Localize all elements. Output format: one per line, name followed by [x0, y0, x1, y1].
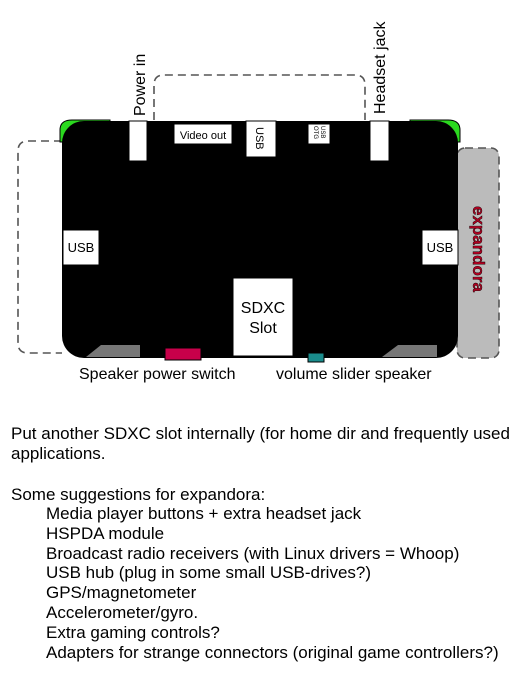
list-item: Extra gaming controls?: [46, 622, 220, 642]
list-item: USB hub (plug in some small USB-drives?): [46, 563, 372, 583]
usb-right-label: USB: [427, 240, 454, 255]
top-expansion-outline: [153, 74, 366, 120]
volume-slider-speaker-label: volume slider speaker: [276, 366, 432, 383]
usb-left-label: USB: [68, 240, 95, 255]
speaker-power-switch-label: Speaker power switch: [79, 366, 236, 383]
left-expansion-outline: [17, 140, 62, 354]
expandora-label: expandora: [469, 206, 488, 293]
list-item: GPS/magnetometer: [46, 583, 197, 603]
intro-note: Put another SDXC slot internally (for ho…: [11, 424, 510, 463]
suggestions-list: Media player buttons + extra headset jac…: [46, 504, 524, 662]
suggestions-title: Some suggestions for expandora:: [11, 485, 266, 504]
usb-top-port: [245, 120, 277, 158]
video-out-label: Video out: [180, 130, 226, 142]
power-in-label: Power in: [132, 54, 149, 116]
usb-right-port: [421, 229, 459, 266]
sdxc-label-2: Slot: [249, 320, 277, 337]
usb-top-label: USB: [253, 127, 265, 150]
list-item: HSPDA module: [46, 523, 165, 543]
speaker-power-switch: [164, 347, 202, 361]
volume-slider: [307, 352, 325, 363]
usb-otg-label-1: USB: [319, 126, 325, 138]
usb-otg-port: [307, 123, 331, 145]
video-out-port: [173, 123, 233, 145]
right-speaker: [382, 345, 437, 357]
list-item: Broadcast radio receivers (with Linux dr…: [46, 543, 460, 563]
left-speaker: [86, 345, 140, 357]
usb-otg-label-2: OTG: [312, 126, 318, 139]
list-item: Accelerometer/gyro.: [46, 602, 199, 622]
list-item: Media player buttons + extra headset jac…: [46, 504, 362, 523]
list-item: Adapters for strange connectors (origina…: [46, 642, 499, 662]
device-body: [62, 121, 458, 358]
headset-jack-label: Headset jack: [372, 21, 389, 114]
power-in-port: [128, 120, 148, 162]
sdxc-label-1: SDXC: [241, 300, 285, 317]
sdxc-slot: [232, 277, 294, 357]
headset-jack-port: [369, 120, 390, 162]
usb-left-port: [62, 229, 100, 266]
device-diagram: Power in Headset jack Video out USB USB …: [17, 21, 500, 383]
